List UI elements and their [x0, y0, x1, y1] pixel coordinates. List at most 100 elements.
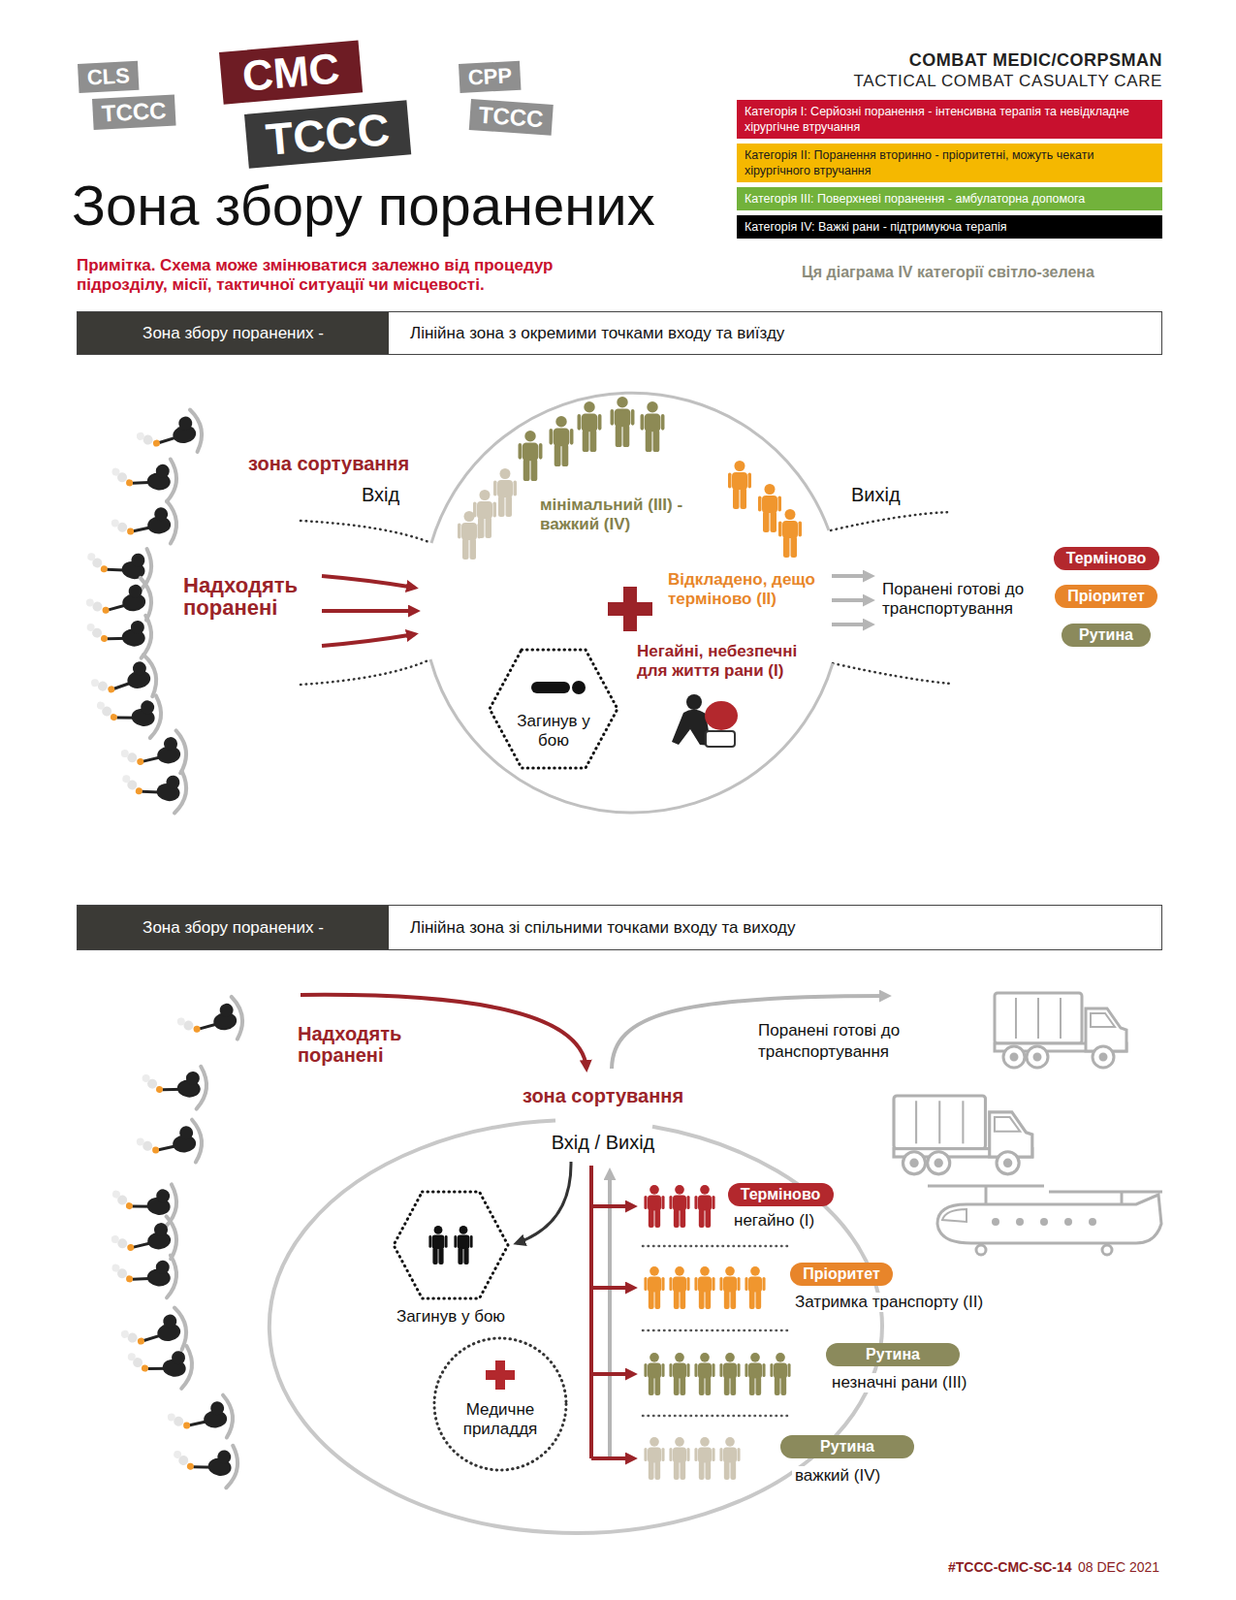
person-head — [674, 1436, 685, 1447]
exit-label: Вихід — [851, 483, 901, 507]
person-torso — [497, 479, 513, 498]
person-leg — [463, 1246, 469, 1265]
medical-cross — [485, 1360, 515, 1390]
node-heading: Загинув у бою — [382, 1306, 519, 1327]
muzzle-flash — [109, 713, 118, 722]
person-torso — [476, 501, 493, 519]
person-arm — [643, 1362, 647, 1377]
exit-boundary — [830, 511, 951, 531]
person-leg — [780, 1376, 787, 1395]
muzzle-flash — [156, 1085, 164, 1094]
person-head — [524, 430, 536, 442]
soldier-helmet — [127, 583, 144, 600]
truck-hub — [935, 1159, 942, 1166]
person-arm — [668, 1447, 672, 1461]
person-arm — [719, 1447, 723, 1461]
category-label: мінімальний (III) - важкий (IV) — [539, 495, 700, 534]
person-head — [500, 468, 511, 479]
person-figure — [610, 396, 635, 447]
person-figure — [668, 1184, 690, 1228]
person-head — [699, 1352, 710, 1363]
node-body: Лінійна зона з окремими точками входу та… — [388, 312, 785, 354]
soldier-figure — [83, 576, 154, 629]
truck-hub — [1004, 1159, 1011, 1166]
smoke-puff — [176, 1016, 186, 1026]
priority-pill: Рутина — [780, 1434, 915, 1458]
priority-pill: Рутина — [1061, 623, 1151, 647]
person-leg — [774, 1376, 781, 1395]
person-leg — [562, 443, 570, 467]
lying-casualty — [531, 681, 571, 694]
badge-tag: CMC — [219, 39, 363, 104]
person-arm — [686, 1362, 690, 1377]
smoke-puff — [110, 1235, 120, 1244]
kia-hexagon-shape — [393, 1191, 508, 1299]
person-figure — [457, 510, 481, 560]
person-leg — [648, 1208, 655, 1228]
person-figure — [668, 1436, 690, 1480]
person-leg — [762, 510, 770, 533]
person-arm — [661, 1195, 665, 1209]
person-leg — [615, 424, 623, 447]
kia-hexagon-outline — [487, 647, 620, 770]
medic-figure — [671, 694, 738, 747]
muzzle-flash — [125, 1202, 133, 1210]
person-leg — [470, 538, 477, 560]
porthole — [1064, 1217, 1073, 1226]
person-torso — [644, 412, 662, 432]
medical-supply-shape — [434, 1337, 567, 1470]
soldier-helmet — [154, 507, 169, 522]
return-line — [607, 1171, 612, 1458]
person-leg — [623, 424, 631, 447]
truck-wheel — [1026, 1045, 1048, 1068]
person-arm — [661, 1447, 665, 1461]
soldier-helmet — [177, 414, 193, 431]
truck-wheel — [902, 1151, 925, 1174]
person-arm — [728, 473, 732, 489]
person-torso — [522, 442, 539, 461]
truck-wheel — [927, 1151, 951, 1174]
triage-branch — [591, 1204, 634, 1208]
incoming-arrow — [321, 633, 415, 646]
person-arm — [769, 1362, 773, 1377]
person-torso — [748, 1362, 762, 1379]
soldier-helmet — [131, 660, 149, 677]
porthole — [991, 1217, 1000, 1226]
person-arm — [661, 1276, 665, 1291]
badge-tag: TCCC — [469, 98, 554, 136]
person-arm — [748, 473, 753, 489]
porthole — [1088, 1217, 1097, 1226]
kia-hexagon: Загинув у бою — [487, 647, 620, 770]
legend-text: Категорія III: Поверхневі поранення - ам… — [744, 190, 1155, 207]
page-title: Зона збору поранених — [71, 172, 656, 238]
person-leg — [590, 429, 598, 452]
person-arm — [744, 1276, 748, 1291]
person-figure — [728, 460, 752, 509]
person-figure — [668, 1266, 690, 1309]
smoke-puff — [173, 1449, 183, 1458]
person-head — [459, 1225, 469, 1235]
legend-swatch: Категорія IV: Важкі рани - підтримуюча т… — [736, 215, 1163, 239]
person-figure — [694, 1436, 715, 1480]
person-head — [725, 1436, 735, 1447]
category-label: Негайні, небезпечні для життя рани (I) — [636, 641, 814, 680]
soldier-figure — [87, 652, 160, 708]
person-arm — [744, 1362, 748, 1377]
person-arm — [694, 1362, 698, 1377]
person-arm — [686, 1447, 690, 1461]
person-arm — [610, 409, 615, 426]
medical-cross — [607, 586, 653, 632]
person-leg — [498, 495, 506, 517]
person-arm — [758, 496, 762, 512]
node-heading: Терміново — [1065, 548, 1148, 569]
node-heading: CLS — [86, 64, 130, 89]
person-head — [750, 1352, 761, 1363]
legend-text: Категорія IV: Важкі рани - підтримуюча т… — [744, 219, 1155, 235]
section-one-art — [300, 396, 951, 747]
person-arm — [428, 1235, 432, 1248]
smoke-puff — [85, 598, 95, 607]
person-arm — [668, 1362, 672, 1377]
truck-cargo — [994, 992, 1082, 1044]
